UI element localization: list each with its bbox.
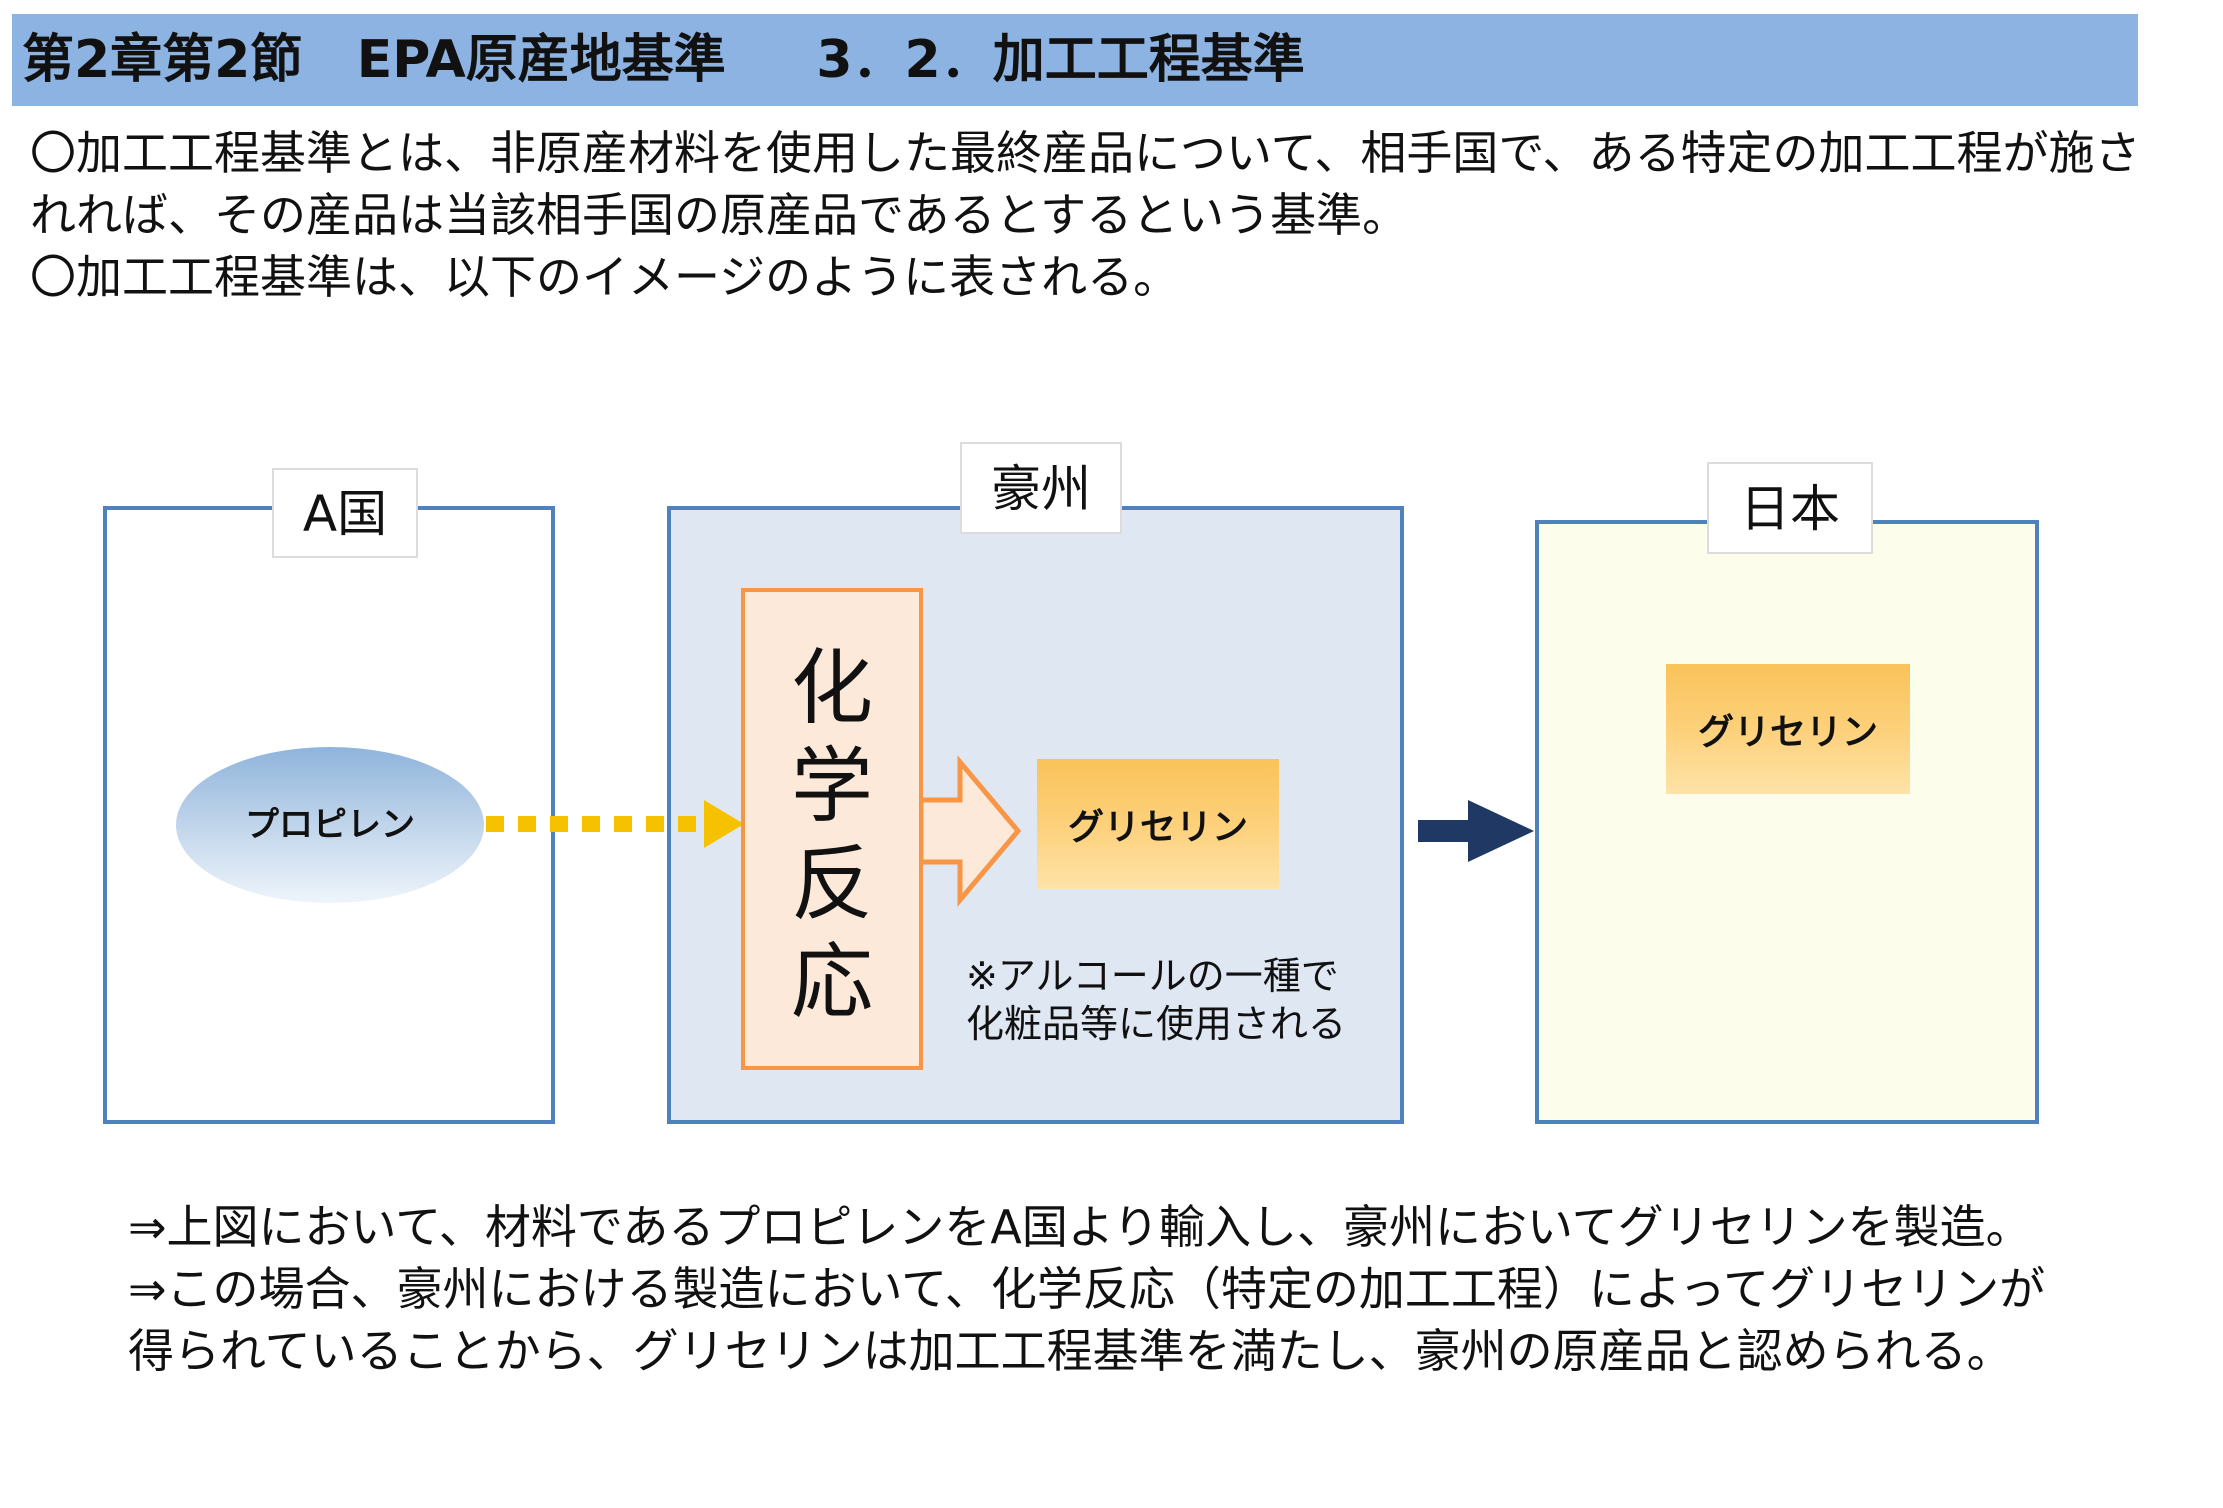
explanation-line-2: ⇒この場合、豪州における製造において、化学反応（特定の加工工程）によってグリセリ…	[128, 1262, 2046, 1378]
japan-product-label: グリセリン	[1697, 712, 1878, 753]
explanation-line-1: ⇒上図において、材料であるプロピレンをA国より輸入し、豪州においてグリセリンを製…	[128, 1200, 2032, 1254]
japan-product-box: グリセリン	[1666, 664, 1910, 794]
material-label: プロピレン	[245, 805, 415, 845]
australia-product-label: グリセリン	[1067, 807, 1248, 848]
australia-label: 豪州	[960, 442, 1122, 534]
chemical-reaction-label: 化 学 反 応	[741, 640, 923, 1032]
process-char-4: 応	[790, 935, 873, 1030]
country-a-label: A国	[272, 468, 418, 558]
title-section: 第2章第2節	[22, 30, 303, 90]
title-topic: EPA原産地基準	[356, 30, 726, 90]
australia-product-box: グリセリン	[1037, 759, 1279, 889]
japan-label: 日本	[1707, 462, 1873, 554]
material-ellipse	[176, 747, 484, 903]
note-line-1: ※アルコールの一種で	[966, 954, 1339, 998]
header-bar	[12, 14, 2138, 106]
export-arrow-shaft	[1418, 820, 1468, 842]
note-line-2: 化粧品等に使用される	[966, 1002, 1347, 1046]
intro-line-1: 〇加工工程基準とは、非原産材料を使用した最終産品について、相手国で、ある特定の加…	[30, 126, 2141, 242]
title-subsection: 3．2．加工工程基準	[816, 30, 1305, 90]
page-title: 第2章第2節 EPA原産地基準 3．2．加工工程基準	[22, 14, 1305, 106]
product-note: ※アルコールの一種で 化粧品等に使用される	[966, 952, 1406, 1048]
chemical-reaction-box	[741, 588, 923, 1070]
export-arrow-head	[1468, 800, 1534, 862]
process-char-3: 反	[790, 837, 873, 932]
process-char-2: 学	[790, 739, 873, 834]
process-output-arrow	[918, 755, 1022, 907]
japan-box	[1535, 520, 2039, 1124]
import-arrow-head	[704, 800, 744, 848]
intro-text: 〇加工工程基準とは、非原産材料を使用した最終産品について、相手国で、ある特定の加…	[30, 122, 2150, 308]
process-char-1: 化	[790, 641, 873, 736]
intro-line-2: 〇加工工程基準は、以下のイメージのように表される。	[30, 250, 1180, 304]
explanation-text: ⇒上図において、材料であるプロピレンをA国より輸入し、豪州においてグリセリンを製…	[128, 1196, 2048, 1382]
